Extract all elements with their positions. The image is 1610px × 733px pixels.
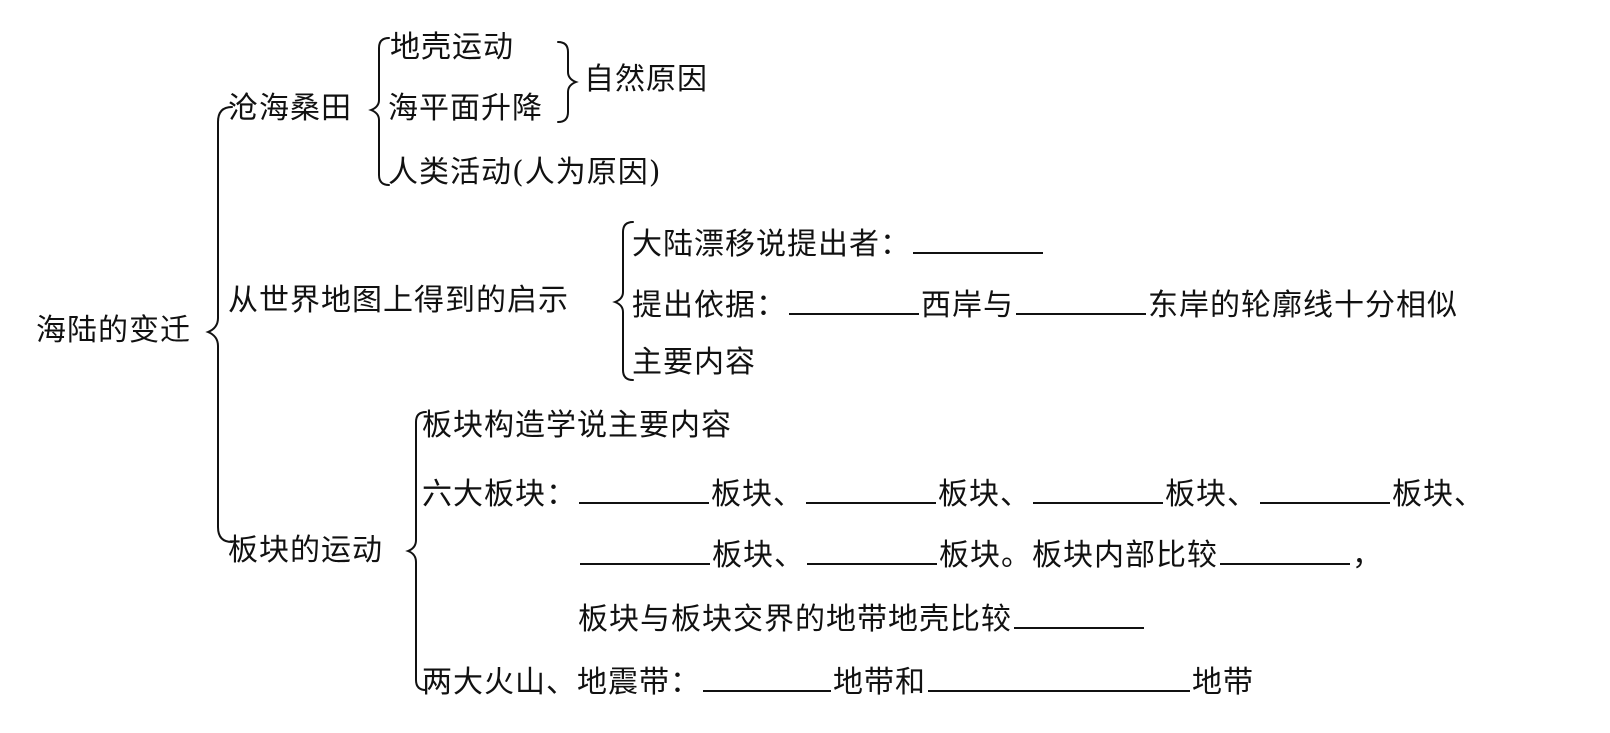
blank-plate-3[interactable] xyxy=(1033,472,1163,504)
blank-belt-1[interactable] xyxy=(703,660,831,692)
drift-basis-suffix: 东岸的轮廓线十分相似 xyxy=(1148,288,1458,323)
six-plates-prefix: 六大板块： xyxy=(422,477,577,512)
natural-item-crust-movement: 地壳运动 xyxy=(390,30,514,65)
blank-plate-5[interactable] xyxy=(580,533,710,565)
root-label: 海陆的变迁 xyxy=(36,313,191,348)
six-plates-line: 六大板块： 板块、 板块、 板块、 板块、 xyxy=(422,472,1485,513)
blank-plate-2[interactable] xyxy=(806,472,936,504)
volcano-belts-prefix: 两大火山、地震带： xyxy=(422,665,701,700)
drift-basis-line: 提出依据： 西岸与 东岸的轮廓线十分相似 xyxy=(632,283,1458,324)
human-activity-item: 人类活动(人为原因) xyxy=(388,155,662,190)
interior-comma: ， xyxy=(1352,538,1383,573)
plate-word-2: 板块、 xyxy=(938,477,1031,512)
blank-plate-1[interactable] xyxy=(579,472,709,504)
branch2-brace xyxy=(612,221,634,381)
plate-theory-line: 板块构造学说主要内容 xyxy=(422,408,732,443)
natural-causes-label: 自然原因 xyxy=(584,62,708,97)
root-brace xyxy=(205,106,233,543)
volcano-belts-suffix: 地带 xyxy=(1192,665,1254,700)
natural-item-sea-level: 海平面升降 xyxy=(388,91,543,126)
blank-interior[interactable] xyxy=(1220,533,1350,565)
six-plates-line-2: 板块、 板块。板块内部比较 ， xyxy=(578,533,1383,574)
drift-basis-prefix: 提出依据： xyxy=(632,288,787,323)
blank-basis-1[interactable] xyxy=(789,283,919,315)
branch3-label: 板块的运动 xyxy=(228,533,383,568)
plate-word-3: 板块、 xyxy=(1165,477,1258,512)
branch3-brace xyxy=(405,411,427,691)
blank-plate-6[interactable] xyxy=(807,533,937,565)
plate-word-5: 板块、 xyxy=(712,538,805,573)
branch1-label: 沧海桑田 xyxy=(228,91,352,126)
plate-boundary-line: 板块与板块交界的地带地壳比较 xyxy=(578,597,1146,638)
volcano-belts-line: 两大火山、地震带： 地带和 地带 xyxy=(422,660,1254,701)
blank-basis-2[interactable] xyxy=(1016,283,1146,315)
plate-interior-text: 板块内部比较 xyxy=(1032,538,1218,573)
branch2-label: 从世界地图上得到的启示 xyxy=(228,283,569,318)
plate-end-word: 板块。 xyxy=(939,538,1032,573)
branch1-brace xyxy=(368,37,390,186)
plate-word-4: 板块、 xyxy=(1392,477,1485,512)
drift-proposer-text: 大陆漂移说提出者： xyxy=(632,227,911,262)
blank-boundary[interactable] xyxy=(1014,597,1144,629)
drift-proposer-line: 大陆漂移说提出者： xyxy=(632,222,1045,263)
plate-word-1: 板块、 xyxy=(711,477,804,512)
blank-proposer[interactable] xyxy=(913,222,1043,254)
plate-boundary-text: 板块与板块交界的地带地壳比较 xyxy=(578,602,1012,637)
blank-belt-2[interactable] xyxy=(928,660,1190,692)
blank-plate-4[interactable] xyxy=(1260,472,1390,504)
drift-basis-mid: 西岸与 xyxy=(921,288,1014,323)
volcano-belts-mid: 地带和 xyxy=(833,665,926,700)
natural-causes-brace xyxy=(557,41,579,123)
drift-content-line: 主要内容 xyxy=(632,345,756,380)
